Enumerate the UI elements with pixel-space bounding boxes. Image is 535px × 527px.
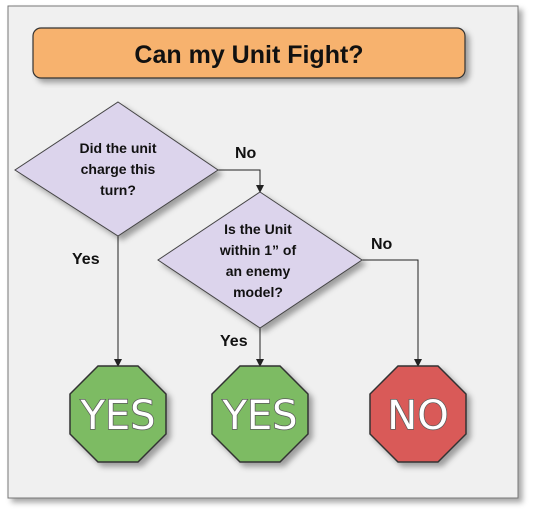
outcome-label: YES [221, 393, 297, 439]
outcome-label: YES [79, 393, 155, 439]
edge-label-d2-no: No [371, 236, 393, 253]
octagon [69, 365, 167, 463]
edge-d2-no [362, 259, 422, 367]
outcome-label: NO [387, 393, 448, 439]
chart-title: Can my Unit Fight? [134, 41, 363, 69]
octagon [211, 365, 309, 463]
decision-diamond [14, 101, 219, 237]
outcome-yes-2: YES [211, 365, 309, 463]
connectors [114, 169, 422, 367]
decision-charge: Did the unit charge this turn? [14, 101, 219, 237]
outcome-yes-1: YES [69, 365, 167, 463]
decision-line: within 1” of [219, 242, 297, 258]
decision-line: Did the unit [80, 140, 157, 156]
decision-within-range: Is the Unit within 1” of an enemy model? [157, 191, 363, 329]
decision-line: model? [233, 284, 283, 300]
edge-label-d2-yes: Yes [220, 333, 248, 350]
decision-line: charge this [81, 161, 156, 177]
decision-line: an enemy [226, 263, 291, 279]
octagon [369, 365, 467, 463]
decision-line: turn? [100, 182, 136, 198]
edge-label-d1-no: No [235, 145, 257, 162]
edge-d1-no [218, 169, 264, 193]
edge-label-d1-yes: Yes [72, 251, 100, 268]
outcome-no: NO [369, 365, 467, 463]
title-box [32, 27, 466, 79]
decision-diamond [157, 191, 363, 329]
decision-line: Is the Unit [224, 221, 292, 237]
